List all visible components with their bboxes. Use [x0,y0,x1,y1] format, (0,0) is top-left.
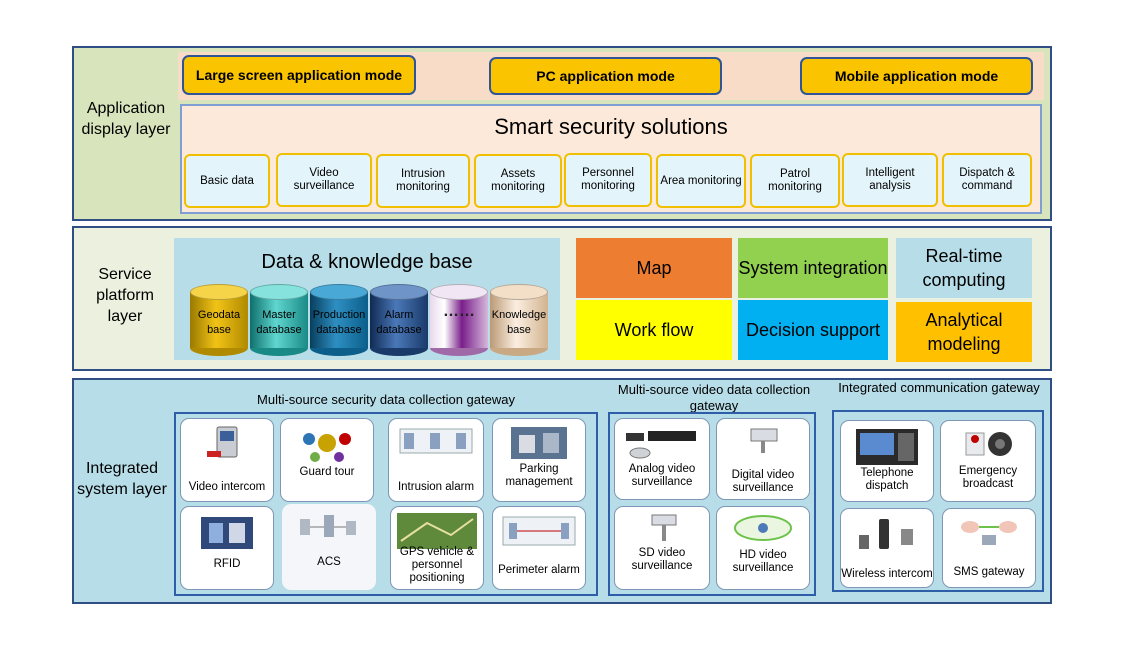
service-decision-support[interactable]: Decision support [738,300,888,360]
solution-patrol-monitoring[interactable]: Patrol monitoring [750,154,840,208]
device-perimeter-alarm-label: Perimeter alarm [498,564,580,576]
video-intercom-icon [207,426,238,458]
gps-map-icon [397,513,477,549]
sd-video-icon [651,514,677,541]
security-gateway-title: Multi-source security data collection ga… [257,392,515,407]
solution-area-monitoring[interactable]: Area monitoring [656,154,746,208]
kb-title: Data & knowledge base [261,251,473,273]
device-digital-video-label: Digital video surveillance [731,469,795,494]
device-video-intercom-label: Video intercom [188,481,266,493]
device-acs-label: ACS [317,556,341,568]
device-rfid-label: RFID [213,558,241,570]
service-analytical-modeling[interactable]: Analytical modeling [896,302,1032,362]
service-system-integration[interactable]: System integration [738,238,888,298]
db-alarm[interactable]: Alarm database [370,284,428,356]
telephone-dispatch-icon [856,429,918,465]
device-digital-video[interactable]: Digital video surveillance [716,418,810,500]
solution-personnel-monitoring[interactable]: Personnel monitoring [564,153,652,207]
device-video-intercom[interactable]: Video intercom [180,418,274,502]
device-intrusion-alarm[interactable]: Intrusion alarm [388,418,484,502]
solution-video-surveillance[interactable]: Video surveillance [276,153,372,207]
device-gps-positioning[interactable]: GPS vehicle & personnel positioning [390,506,484,590]
device-parking-label: Parking management [505,463,573,488]
device-hd-video-label: HD video surveillance [732,549,794,574]
device-emergency-broadcast[interactable]: Emergency broadcast [940,420,1036,502]
db-geodata-label: Geodata base [197,309,241,336]
db-master-label: Master database [256,309,302,336]
db-master[interactable]: Master database [250,284,308,356]
device-sms-gateway[interactable]: SMS gateway [942,508,1036,588]
db-more[interactable]: …… [430,284,488,356]
comm-gateway-title: Integrated communication gateway [838,380,1040,395]
service-workflow[interactable]: Work flow [576,300,732,360]
solution-assets-monitoring[interactable]: Assets monitoring [474,154,562,208]
device-analog-video[interactable]: Analog video surveillance [614,418,710,500]
db-more-label: …… [443,303,475,320]
db-production[interactable]: Production database [310,284,368,356]
device-wireless-intercom[interactable]: Wireless intercom [840,508,934,588]
security-gateway-box [174,412,598,596]
device-guard-tour[interactable]: Guard tour [280,418,374,502]
integrated-layer-label: Integrated system layer [77,460,167,498]
service-map[interactable]: Map [576,238,732,298]
large-screen-mode-button[interactable]: Large screen application mode [182,55,416,95]
solution-intelligent-analysis[interactable]: Intelligent analysis [842,153,938,207]
analog-video-icon [626,431,696,459]
video-gateway-title: Multi-source video data collection gatew… [617,382,811,413]
device-telephone-dispatch[interactable]: Telephone dispatch [840,420,934,502]
db-alarm-label: Alarm database [376,309,422,336]
solution-basic-data[interactable]: Basic data [184,154,270,208]
db-knowledge[interactable]: Knowledge base [490,284,548,356]
device-acs[interactable]: ACS [282,504,376,590]
solution-dispatch-command[interactable]: Dispatch & command [942,153,1032,207]
comm-gateway-box [832,410,1044,592]
device-hd-video[interactable]: HD video surveillance [716,506,810,590]
pc-mode-button[interactable]: PC application mode [489,57,722,95]
device-sms-gateway-label: SMS gateway [953,566,1025,578]
intrusion-alarm-icon [399,428,473,454]
db-knowledge-label: Knowledge base [491,309,547,336]
video-gateway-box [608,412,816,596]
device-sd-video[interactable]: SD video surveillance [614,506,710,590]
device-gps-label: GPS vehicle & personnel positioning [399,546,475,584]
device-rfid[interactable]: RFID [180,506,274,590]
device-wireless-intercom-label: Wireless intercom [841,568,933,580]
sms-gateway-icon [961,521,1017,545]
device-telephone-dispatch-label: Telephone dispatch [860,467,914,492]
service-layer-label: Service platform layer [96,266,154,325]
device-sd-video-label: SD video surveillance [631,547,693,572]
rfid-icon [201,517,253,549]
solution-intrusion-monitoring[interactable]: Intrusion monitoring [376,154,470,208]
acs-icon [300,515,356,537]
db-geodata[interactable]: Geodata base [190,284,248,356]
perimeter-alarm-icon [502,516,576,546]
parking-icon [511,427,567,459]
solutions-title: Smart security solutions [494,114,728,139]
db-production-label: Production database [312,309,366,336]
device-emergency-broadcast-label: Emergency broadcast [958,465,1018,490]
service-realtime-computing[interactable]: Real-time computing [896,238,1032,298]
emergency-broadcast-icon [965,432,1012,456]
guard-tour-icon [303,433,351,462]
device-analog-video-label: Analog video surveillance [628,463,696,488]
device-intrusion-alarm-label: Intrusion alarm [397,481,475,493]
device-guard-tour-label: Guard tour [299,466,355,478]
application-layer-label: Application display layer [81,100,171,138]
device-perimeter-alarm[interactable]: Perimeter alarm [492,506,586,590]
hd-video-icon [734,515,792,541]
device-parking-management[interactable]: Parking management [492,418,586,502]
mobile-mode-button[interactable]: Mobile application mode [800,57,1033,95]
digital-video-icon [750,428,778,453]
wireless-intercom-icon [859,519,913,549]
